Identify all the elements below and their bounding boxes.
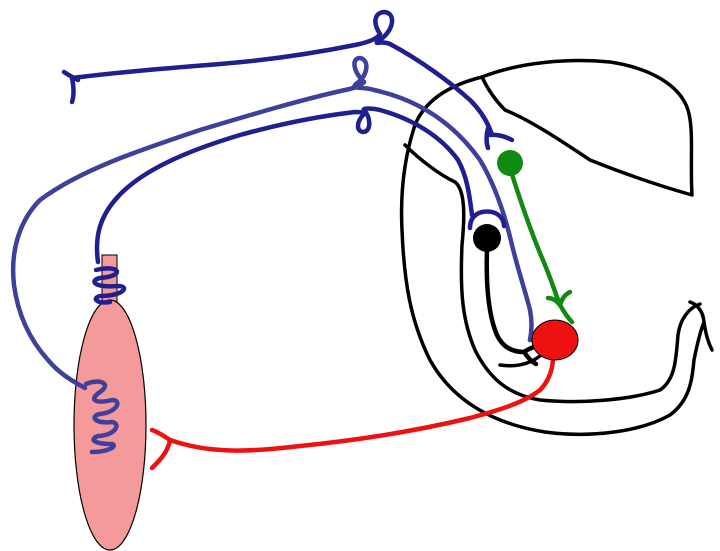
fiber-inner-descend — [377, 107, 475, 218]
interneuron-cell-icon — [497, 150, 523, 176]
interneuron — [497, 150, 575, 325]
inner-contour — [403, 143, 702, 404]
motor-neuron — [149, 319, 579, 471]
fiber-top-descend — [387, 41, 495, 138]
fiber-top-coil — [373, 9, 395, 47]
outer-contour — [399, 75, 714, 437]
muscle — [73, 254, 147, 551]
fiber-inner-path — [94, 109, 367, 265]
synapse-icon — [149, 427, 173, 471]
cord-outline — [399, 58, 714, 437]
synapse-icon — [484, 125, 515, 151]
synapse-icon — [61, 69, 81, 105]
interneuron-axon — [507, 165, 563, 308]
afferent-fiber-top — [61, 9, 515, 151]
fiber-inner-coil — [355, 106, 383, 135]
relay-cell — [473, 224, 543, 367]
relay-cell-icon — [473, 224, 501, 252]
synapse-icon — [467, 209, 507, 231]
afferent-fiber-middle — [10, 55, 551, 391]
afferent-fiber-inner — [94, 106, 507, 265]
fiber-mid-coil — [352, 55, 377, 93]
muscle-belly — [73, 299, 147, 551]
fiber-mid-path — [10, 79, 367, 391]
motor-neuron-cell-icon — [531, 319, 579, 361]
relay-axon — [484, 247, 527, 355]
upper-lobe-outline — [480, 58, 694, 197]
inner-notch — [498, 354, 542, 368]
fiber-top-path — [69, 31, 383, 81]
motor-axon — [167, 357, 556, 453]
tendon-coil — [92, 266, 127, 305]
synapse-icon — [545, 289, 575, 325]
annulospiral-endings — [83, 266, 127, 455]
belly-coil — [83, 379, 120, 455]
fiber-mid-descend — [371, 87, 534, 343]
